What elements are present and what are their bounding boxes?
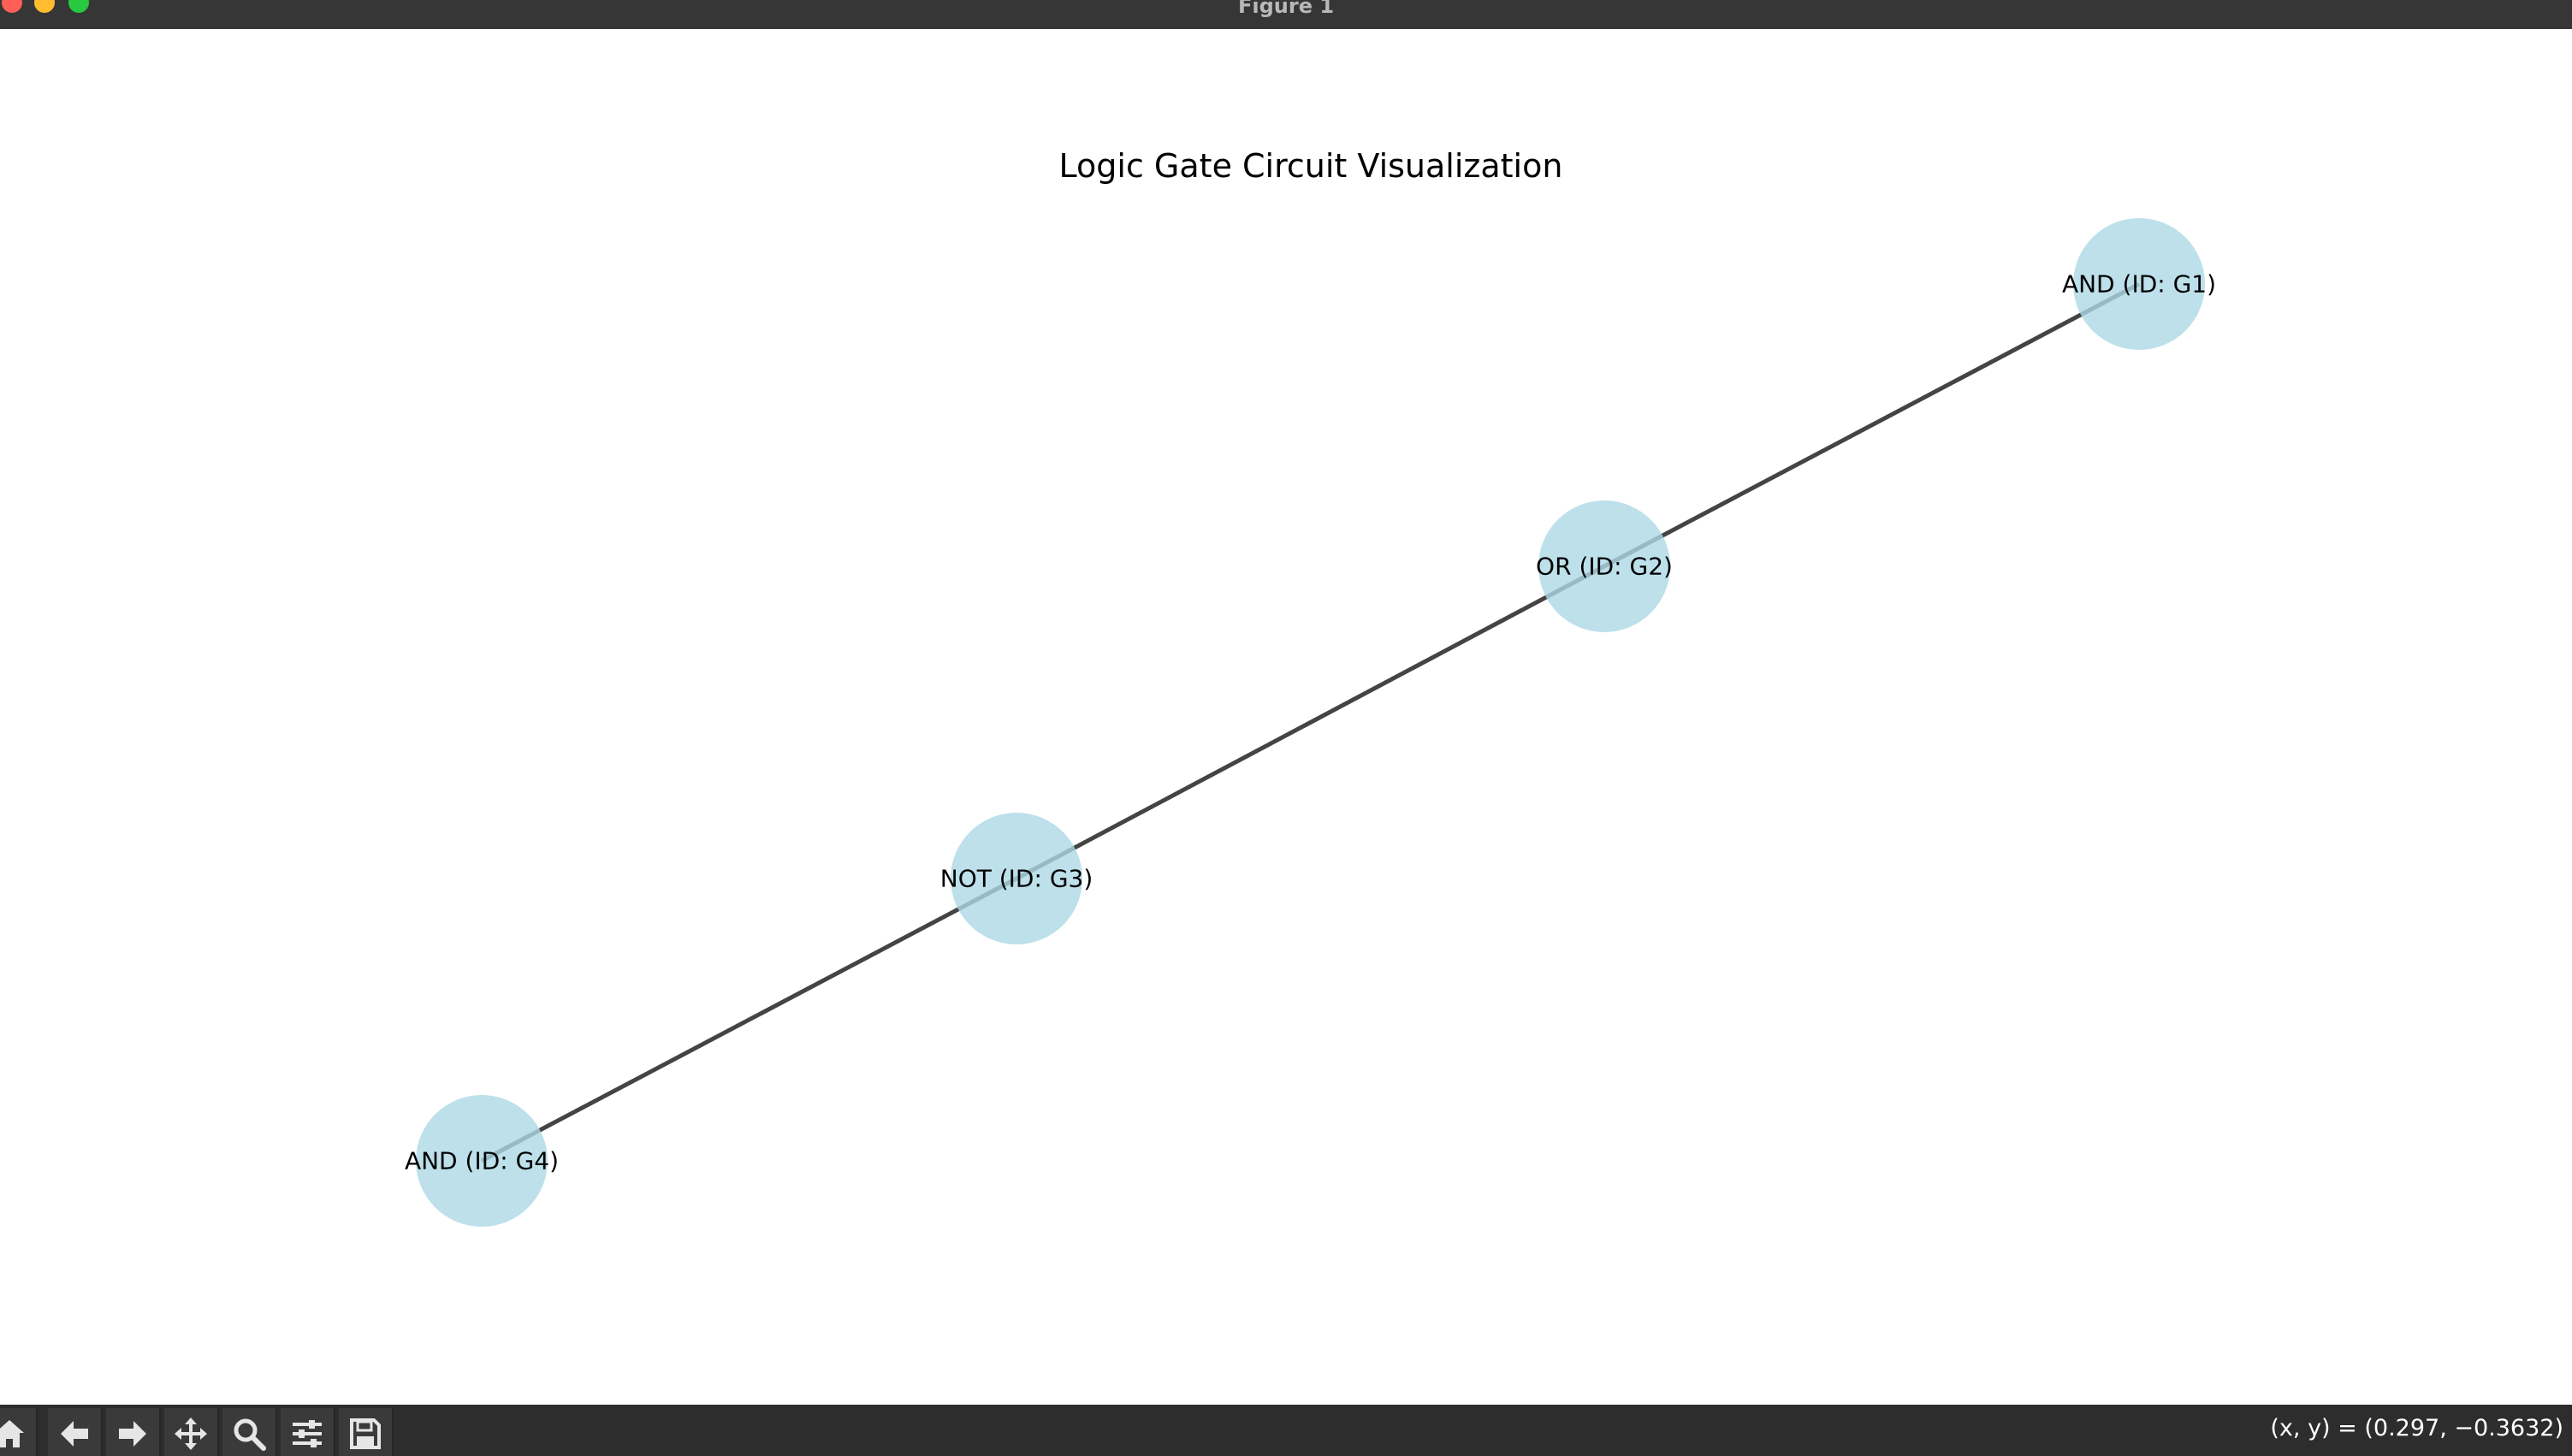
graph-node-g4: AND (ID: G4) xyxy=(405,1095,559,1227)
node-circle xyxy=(951,813,1082,944)
configure-subplots-button[interactable] xyxy=(281,1408,335,1456)
zoom-icon xyxy=(234,1418,266,1451)
node-label: AND (ID: G4) xyxy=(405,1147,559,1175)
pan-button[interactable] xyxy=(164,1408,219,1456)
maximize-window-button[interactable] xyxy=(68,0,89,13)
back-arrow-icon xyxy=(61,1421,88,1447)
node-circle xyxy=(2073,218,2205,350)
edge-G3-G4 xyxy=(480,876,1018,1163)
zoom-button[interactable] xyxy=(222,1408,277,1456)
graph-plot: Logic Gate Circuit Visualization AND (ID… xyxy=(405,147,2216,1227)
window-titlebar: Figure 1 xyxy=(0,0,2572,29)
edges-layer xyxy=(480,281,2141,1163)
back-button[interactable] xyxy=(48,1408,103,1456)
configure-subplots-icon xyxy=(293,1420,322,1447)
window-title: Figure 1 xyxy=(1237,0,1335,18)
graph-node-g3: NOT (ID: G3) xyxy=(940,813,1093,944)
node-label: NOT (ID: G3) xyxy=(940,865,1093,893)
pan-icon xyxy=(175,1418,207,1450)
figure-canvas[interactable]: Logic Gate Circuit Visualization AND (ID… xyxy=(0,29,2572,1405)
save-button[interactable] xyxy=(339,1408,394,1456)
close-window-button[interactable] xyxy=(2,0,22,13)
node-circle xyxy=(1538,500,1670,632)
node-label: AND (ID: G1) xyxy=(2062,270,2216,299)
graph-node-g1: AND (ID: G1) xyxy=(2062,218,2216,350)
forward-arrow-icon xyxy=(119,1421,146,1447)
graph-node-g2: OR (ID: G2) xyxy=(1536,500,1673,632)
minimize-window-button[interactable] xyxy=(34,0,55,13)
home-button[interactable] xyxy=(0,1408,38,1456)
edge-G1-G2 xyxy=(1603,281,2141,569)
edge-G2-G3 xyxy=(1015,564,1606,881)
save-icon xyxy=(350,1418,381,1449)
home-icon xyxy=(0,1420,24,1447)
navigation-toolbar: (x, y) = (0.297, −0.3632) xyxy=(0,1405,2572,1456)
node-label: OR (ID: G2) xyxy=(1536,553,1673,581)
cursor-coordinates: (x, y) = (0.297, −0.3632) xyxy=(2270,1415,2563,1441)
forward-button[interactable] xyxy=(106,1408,161,1456)
node-circle xyxy=(416,1095,548,1227)
figure-title: Logic Gate Circuit Visualization xyxy=(1059,147,1563,185)
nodes-layer: AND (ID: G1) OR (ID: G2) NOT (ID: G3) AND (… xyxy=(405,218,2216,1227)
